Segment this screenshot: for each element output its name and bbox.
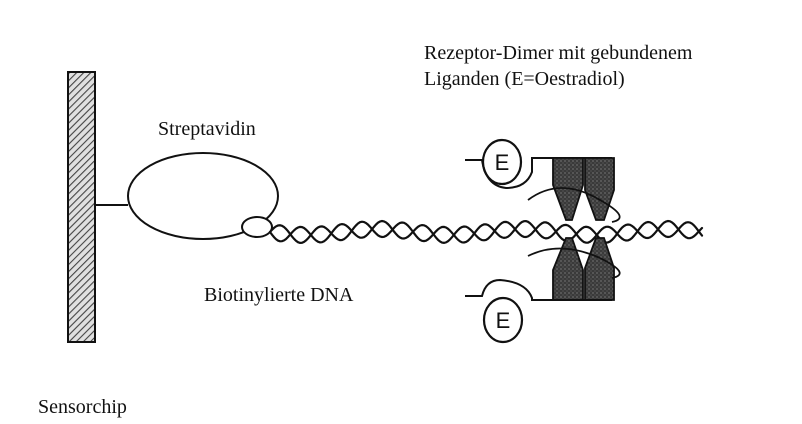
receptor-arm-bottom <box>465 280 560 300</box>
sensorchip-label: Sensorchip <box>38 394 127 420</box>
ligand-e-top: E <box>495 150 510 175</box>
receptor-label: Rezeptor-Dimer mit gebundenem Liganden (… <box>424 40 692 92</box>
biotin-ellipse <box>242 217 272 237</box>
receptor-domain-top-right <box>585 158 614 220</box>
dna-strand <box>270 221 702 243</box>
receptor-label-line1: Rezeptor-Dimer mit gebundenem <box>424 40 692 66</box>
dna-label: Biotinylierte DNA <box>204 282 353 308</box>
receptor-arm-top <box>465 158 560 188</box>
receptor-domain-bottom-right <box>585 238 614 300</box>
receptor-label-line2: Liganden (E=Oestradiol) <box>424 66 692 92</box>
streptavidin-label: Streptavidin <box>158 116 256 142</box>
ligand-e-bottom: E <box>496 308 511 333</box>
sensorchip-bar <box>68 72 95 342</box>
receptor-dimer: E E <box>465 140 620 342</box>
receptor-domain-bottom-left <box>553 238 583 300</box>
